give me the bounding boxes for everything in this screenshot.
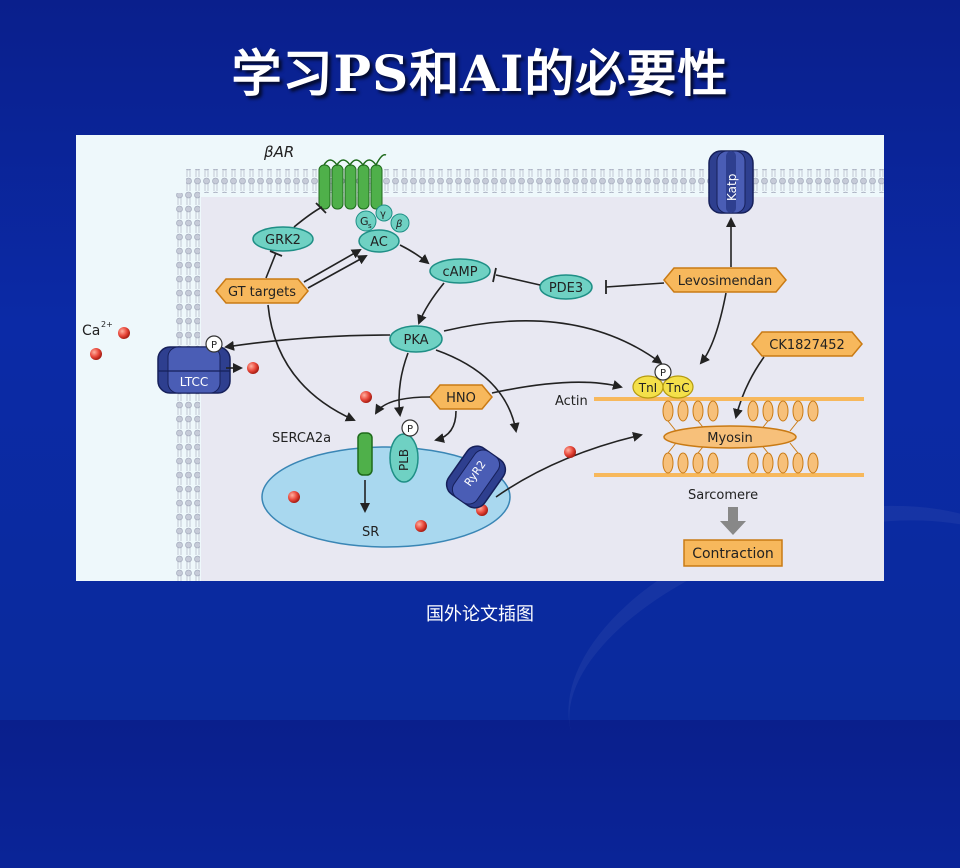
pathway-figure: βAR G s γ β AC GRK2 GT targets cAMP PDE3… — [76, 135, 884, 581]
pde3-inhibit-bar — [492, 267, 497, 283]
phospho-icon — [401, 419, 419, 437]
plb-phospho-label: P — [407, 424, 413, 435]
gamma-subunit — [375, 204, 393, 222]
hno-label: HNO — [446, 391, 476, 406]
ck-myosin-arrow — [733, 356, 765, 419]
gt-ac-arrow-2 — [307, 255, 368, 289]
gs-label: G — [360, 215, 369, 228]
beta-subunit-label: β — [395, 219, 403, 230]
serca2a-pump — [357, 432, 373, 476]
sr-label: SR — [362, 525, 379, 540]
down-arrow-icon — [720, 507, 746, 535]
beta-ar-label: βAR — [263, 143, 294, 161]
tni-label: TnI — [638, 381, 657, 395]
grk2-inhibit-bar — [315, 202, 327, 214]
gt-grk2-inhibit-bar — [269, 250, 283, 257]
myosin-filament — [663, 425, 797, 449]
levosimendan-label: Levosimendan — [678, 274, 772, 289]
sr-compartment — [261, 446, 511, 548]
ck1827452-node — [751, 331, 863, 357]
ryr2-myosin-arrow — [495, 431, 643, 498]
ca-superscript: 2+ — [101, 320, 113, 329]
cell-membrane-top — [186, 169, 884, 193]
contraction-label: Contraction — [692, 546, 774, 562]
hno-node — [429, 384, 493, 410]
myosin-label: Myosin — [707, 431, 753, 446]
phospho-icon — [654, 363, 672, 381]
pka-node — [389, 325, 443, 353]
pde3-node — [539, 274, 593, 300]
pka-plb-arrow — [393, 352, 409, 417]
ac-camp-arrow — [399, 244, 430, 265]
grk2-node — [252, 226, 314, 252]
figure-caption: 国外论文插图 — [426, 604, 534, 625]
contraction-box — [683, 539, 783, 567]
gs-sub-label: s — [368, 222, 372, 230]
pde3-inhibit-line — [495, 274, 541, 286]
ltcc-phospho-label: P — [211, 340, 217, 351]
gamma-label: γ — [380, 209, 386, 220]
camp-node — [429, 258, 491, 284]
ca-ion — [288, 491, 300, 503]
serca2a-label: SERCA2a — [272, 431, 331, 446]
tni-phospho-label: P — [660, 368, 666, 379]
ca-label: Ca — [82, 323, 100, 339]
katp-label: Katp — [725, 174, 739, 201]
levo-pde3-inhibit-line — [605, 282, 665, 288]
hno-serca-arrow — [374, 396, 431, 415]
pka-tni-arrow — [443, 320, 663, 365]
grk2-label: GRK2 — [265, 233, 301, 248]
sarcomere-label: Sarcomere — [688, 488, 758, 503]
ltcc-label: LTCC — [180, 375, 208, 389]
hno-plb-arrow — [434, 410, 457, 443]
pde3-label: PDE3 — [549, 281, 583, 296]
actin-label: Actin — [555, 394, 588, 409]
ryr2-channel — [445, 445, 507, 509]
ca-ion — [90, 348, 102, 360]
pka-label: PKA — [403, 333, 428, 348]
gt-grk2-inhibit-line — [265, 252, 277, 279]
hno-tni-arrow — [491, 380, 623, 394]
katp-channel — [708, 150, 754, 214]
pka-ryr2-arrow — [435, 349, 520, 433]
ck1827452-label: CK1827452 — [769, 338, 845, 353]
gt-targets-label: GT targets — [228, 285, 296, 300]
gt-serca-arrow — [267, 304, 356, 422]
levosimendan-node — [663, 267, 787, 293]
camp-label: cAMP — [442, 265, 477, 280]
gs-subunit — [355, 210, 377, 232]
ca-ion — [118, 327, 130, 339]
tnc-label: TnC — [665, 381, 689, 395]
ca-ion — [415, 520, 427, 532]
ca-ion — [564, 446, 576, 458]
ltcc-channel — [157, 346, 231, 394]
phospho-icon — [205, 335, 223, 353]
ac-node — [358, 229, 400, 253]
gt-ac-arrow-1 — [303, 249, 362, 283]
tnc-node — [662, 375, 694, 399]
slide-title: 学习PS和AI的必要性 — [231, 44, 729, 103]
ac-label: AC — [370, 235, 388, 250]
levo-tnc-arrow — [699, 292, 727, 365]
beta-subunit — [390, 213, 410, 233]
pathway-diagram: βAR G s γ β AC GRK2 GT targets cAMP PDE3… — [76, 135, 884, 581]
gt-targets-node — [215, 278, 309, 304]
pka-ltcc-arrow — [224, 334, 391, 351]
camp-pka-arrow — [417, 282, 445, 325]
plb-label: PLB — [397, 449, 411, 471]
beta-ar-receptor — [318, 153, 387, 210]
ca-ion — [360, 391, 372, 403]
ca-ion — [247, 362, 259, 374]
